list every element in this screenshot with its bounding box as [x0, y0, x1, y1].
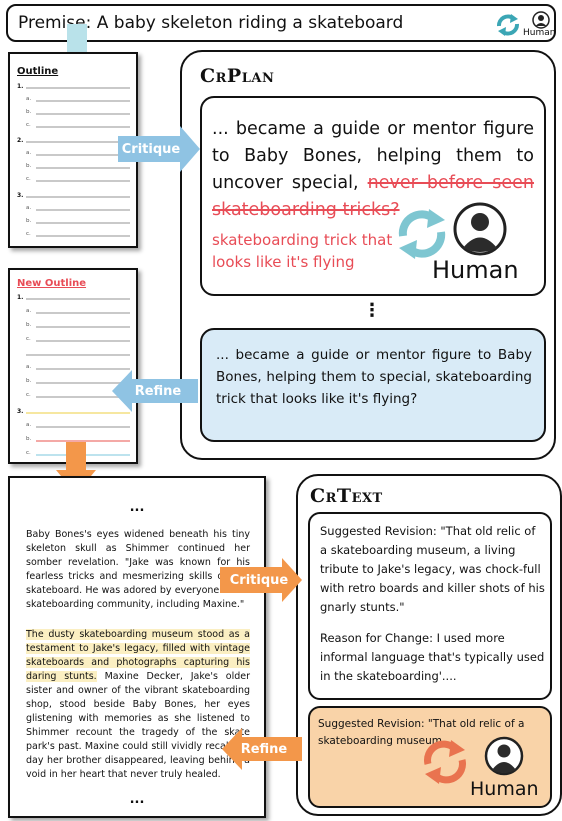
refresh-icon — [424, 740, 466, 784]
new-outline-letter: c. — [26, 392, 31, 398]
human-label: Human — [432, 256, 519, 284]
outline-number: 2. — [17, 137, 24, 144]
crtext-reason-text: Reason for Change: I used more informal … — [320, 631, 545, 683]
refresh-icon — [497, 14, 519, 36]
new-outline-line — [26, 412, 130, 414]
crtext-panel: CrText Suggested Revision: "That old rel… — [296, 474, 562, 816]
plan-text-main: ... became a guide or mentor figure to B… — [212, 119, 534, 193]
outline-letter: c. — [26, 122, 31, 128]
story-paragraph-1: Baby Bones's eyes widened beneath his ti… — [26, 529, 250, 610]
story-paragraph-2: The dusty skateboarding museum stood as … — [26, 628, 250, 782]
new-outline-letter: a. — [26, 364, 32, 370]
new-outline-line — [36, 340, 130, 342]
critique-label-plan: Critique — [121, 141, 181, 157]
outline-letter: b. — [26, 218, 32, 224]
outline-line — [36, 126, 130, 128]
new-outline-line — [36, 440, 130, 442]
new-outline-line — [36, 396, 130, 398]
story-bottom-dots: ... — [129, 792, 145, 807]
new-outline-letter: c. — [26, 336, 31, 342]
outline-letter: a. — [26, 205, 32, 211]
new-outline-document: New Outline 1. a. b. c. a. b. c. 3. a. b. c. — [8, 268, 138, 464]
new-outline-number: 3. — [17, 408, 24, 415]
outline-line — [36, 154, 130, 156]
outline-line — [36, 235, 130, 237]
new-outline-line — [36, 368, 130, 370]
premise-bar: Premise: A baby skeleton riding a skateb… — [6, 4, 556, 42]
plan-strike-text: never before seen skateboarding tricks? — [212, 173, 534, 220]
new-outline-letter: a. — [26, 422, 32, 428]
outline-line — [36, 209, 130, 211]
new-outline-line — [26, 298, 130, 300]
story-paragraph-2-rest: Maxine Decker, Jake's older sister and o… — [26, 671, 250, 780]
new-outline-line — [26, 354, 130, 356]
refine-arrow-orange — [222, 728, 302, 770]
outline-letter: c. — [26, 231, 31, 237]
critique-label-text: Critique — [229, 572, 289, 588]
outline-line — [36, 100, 130, 102]
refine-label-text: Refine — [240, 741, 288, 757]
new-outline-number: 1. — [17, 294, 24, 301]
outline-line — [36, 167, 130, 169]
crtext-human-revision-text: Suggested Revision: "That old relic of a… — [318, 718, 525, 747]
story-document: ... Baby Bones's eyes widened beneath hi… — [8, 476, 266, 818]
new-outline-letter: b. — [26, 322, 32, 328]
new-outline-line — [36, 426, 130, 428]
revised-plan-text: ... became a guide or mentor figure to B… — [216, 347, 532, 407]
refine-arrow-blue — [112, 370, 198, 412]
plan-text: ... became a guide or mentor figure to B… — [212, 116, 534, 224]
outline-line — [26, 87, 130, 89]
new-outline-letter: c. — [26, 450, 31, 456]
human-avatar-icon — [532, 11, 550, 29]
critique-arrow-blue — [118, 126, 200, 172]
premise-text: Premise: A baby skeleton riding a skateb… — [18, 13, 404, 33]
new-outline-line — [36, 312, 130, 314]
revised-plan-box: ... became a guide or mentor figure to B… — [200, 328, 546, 442]
outline-title: Outline — [17, 66, 59, 77]
outline-number: 3. — [17, 192, 24, 199]
outline-letter: a. — [26, 96, 32, 102]
crplan-panel: CrPlan ... became a guide or mentor figu… — [180, 50, 556, 460]
refine-label-plan: Refine — [134, 383, 182, 399]
new-outline-letter: b. — [26, 436, 32, 442]
vertical-ellipsis: ⋮ — [363, 300, 381, 321]
story-top-dots: ... — [129, 500, 145, 515]
refresh-icon — [398, 209, 446, 259]
crtext-suggestion-box: Suggested Revision: "That old relic of a… — [308, 512, 552, 700]
human-label: Human — [470, 778, 539, 800]
outline-line — [36, 222, 130, 224]
human-avatar-icon — [453, 202, 507, 256]
crtext-human-revision-box: Suggested Revision: "That old relic of a… — [308, 706, 552, 808]
human-suggestion: skateboarding trick that looks like it's… — [212, 231, 393, 271]
outline-letter: c. — [26, 176, 31, 182]
outline-line — [26, 141, 130, 143]
outline-letter: b. — [26, 163, 32, 169]
crplan-title: CrPlan — [200, 65, 275, 87]
outline-number: 1. — [17, 83, 24, 90]
plan-edit-box: ... became a guide or mentor figure to B… — [200, 96, 546, 296]
critique-arrow-orange — [220, 558, 302, 602]
outline-line — [26, 196, 130, 198]
new-outline-line — [36, 326, 130, 328]
new-outline-line — [36, 382, 130, 384]
crtext-suggested-text: Suggested Revision: "That old relic of a… — [320, 524, 545, 614]
outline-line — [36, 180, 130, 182]
new-outline-title: New Outline — [17, 278, 87, 289]
outline-letter: b. — [26, 109, 32, 115]
new-outline-letter: b. — [26, 378, 32, 384]
outline-line — [36, 113, 130, 115]
human-avatar-icon — [484, 736, 524, 776]
human-label: Human — [523, 28, 556, 38]
outline-letter: a. — [26, 150, 32, 156]
new-outline-letter: a. — [26, 308, 32, 314]
crtext-title: CrText — [310, 485, 383, 507]
